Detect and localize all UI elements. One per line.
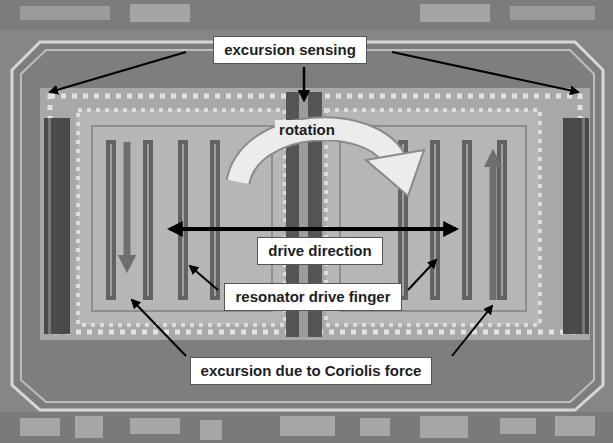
callout-text: resonator drive finger — [235, 287, 390, 307]
callout-text: excursion due to Coriolis force — [201, 361, 422, 381]
callout-box: drive direction — [257, 237, 382, 265]
callout-box: resonator drive finger — [224, 283, 401, 311]
arrow-label: rotation — [275, 120, 339, 140]
callout-box: excursion due to Coriolis force — [190, 357, 433, 385]
callout-text: excursion sensing — [224, 40, 356, 60]
callout-text: drive direction — [268, 241, 371, 261]
callout-box: excursion sensing — [213, 36, 367, 64]
